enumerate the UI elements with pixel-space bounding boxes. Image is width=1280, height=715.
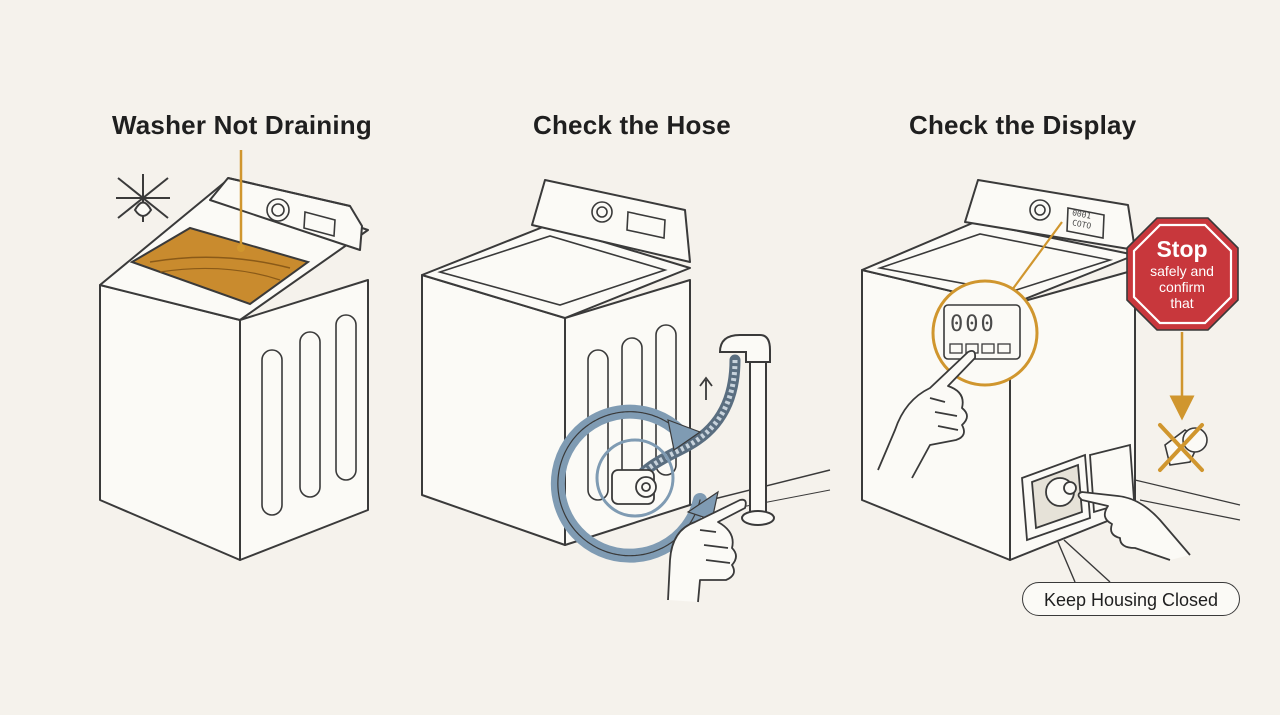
pointing-hand-icon — [667, 498, 747, 603]
drain-pump — [611, 469, 657, 505]
display-readout: 000 — [950, 312, 996, 337]
stop-sign-line-2: confirm — [1159, 279, 1205, 295]
panel-title-check-the-display: Check the Display — [909, 110, 1137, 140]
keep-housing-closed-label: Keep Housing Closed — [1022, 582, 1240, 616]
hand-icon — [1077, 491, 1191, 561]
circular-arrow-icon — [550, 404, 719, 563]
pump-access-housing — [1021, 443, 1135, 542]
stop-sign-text: safely and confirm that — [1134, 263, 1230, 311]
no-water-flow-icon — [116, 174, 170, 222]
washer-2 — [421, 179, 691, 546]
stop-sign-line-1: safely and — [1150, 263, 1214, 279]
crossed-valve-icon — [1158, 423, 1208, 472]
washer-1 — [99, 177, 369, 561]
pointing-hand-icon — [877, 349, 977, 479]
panel-title-washer-not-draining: Washer Not Draining — [112, 110, 372, 140]
stop-sign-heading: Stop — [1156, 236, 1208, 262]
standing-water — [129, 226, 311, 306]
panel-title-check-the-hose: Check the Hose — [533, 110, 731, 140]
stop-sign-icon — [1126, 217, 1239, 331]
stop-sign-line-3: that — [1170, 295, 1194, 311]
drain-standpipe — [718, 334, 775, 526]
